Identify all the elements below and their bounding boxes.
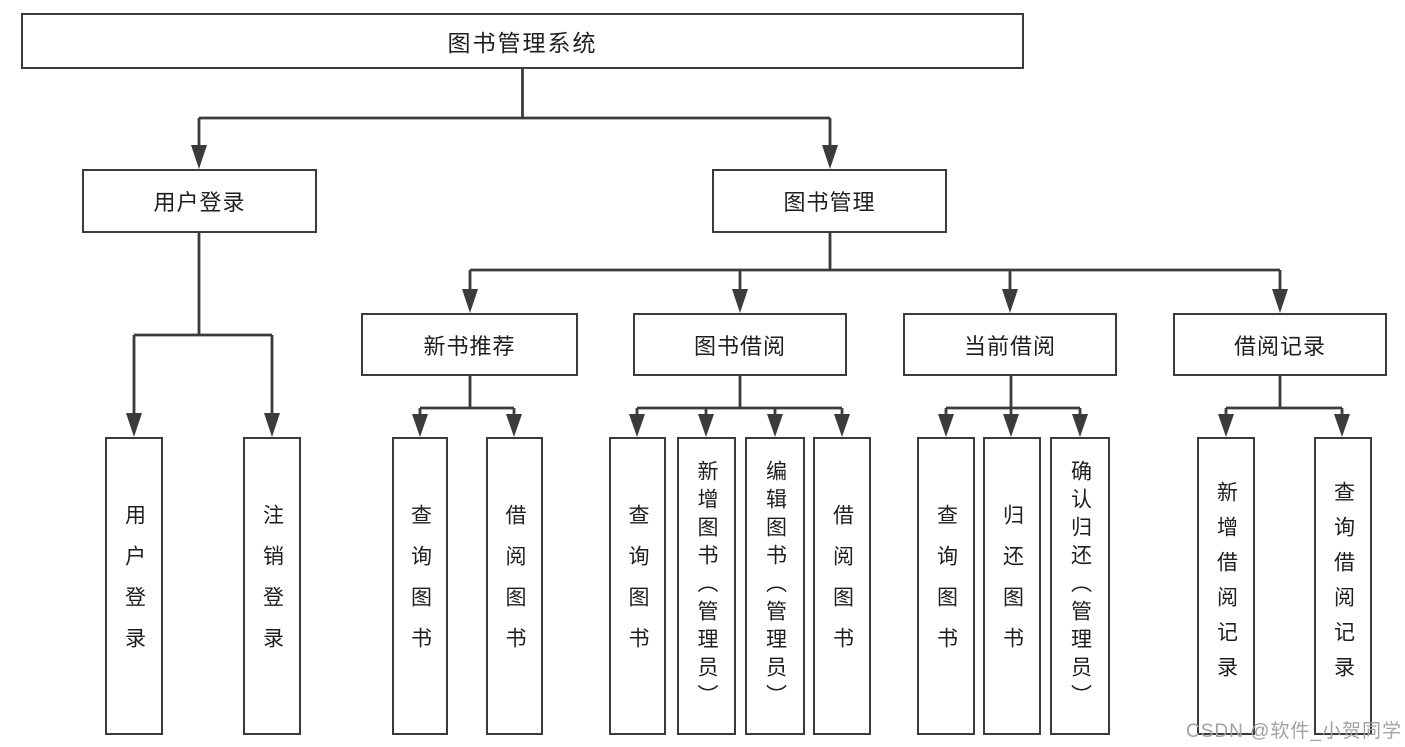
leaf-logout-label: 注销登录 bbox=[260, 504, 284, 668]
leaf-query-borrow-record: 查询借阅记录 bbox=[1314, 437, 1372, 735]
connector-borrowing-to-leaves bbox=[629, 376, 850, 437]
leaf-logout: 注销登录 bbox=[243, 437, 301, 735]
node-user-login: 用户登录 bbox=[82, 169, 317, 233]
connector-bookmgmt-to-level2 bbox=[462, 233, 1288, 313]
leaf-return-books-label: 归还图书 bbox=[1000, 504, 1024, 668]
node-borrow-records-label: 借阅记录 bbox=[1233, 333, 1326, 359]
node-root-system: 图书管理系统 bbox=[21, 13, 1024, 69]
leaf-confirm-return-admin-label: 确认归还（管理员） bbox=[1068, 460, 1092, 712]
leaf-borrow-books-recommend-label: 借阅图书 bbox=[503, 504, 526, 668]
leaf-user-login-label: 用户登录 bbox=[122, 504, 146, 668]
leaf-add-borrow-record-label: 新增借阅记录 bbox=[1214, 481, 1238, 691]
leaf-edit-books-admin: 编辑图书（管理员） bbox=[745, 437, 805, 735]
connector-newbooks-to-leaves bbox=[412, 376, 522, 437]
leaf-query-books-borrowing: 查询图书 bbox=[609, 437, 666, 735]
connector-root-to-level1 bbox=[191, 69, 838, 169]
leaf-user-login: 用户登录 bbox=[105, 437, 163, 735]
csdn-watermark: CSDN @软件_小贺同学 bbox=[1186, 721, 1402, 742]
node-current-borrowing: 当前借阅 bbox=[903, 313, 1117, 376]
connector-userlogin-to-leaves bbox=[126, 233, 280, 437]
node-book-borrowing-label: 图书借阅 bbox=[693, 333, 786, 359]
node-book-borrowing: 图书借阅 bbox=[633, 313, 847, 376]
leaf-query-books-recommend: 查询图书 bbox=[392, 437, 448, 735]
node-current-borrowing-label: 当前借阅 bbox=[963, 333, 1056, 359]
leaf-return-books: 归还图书 bbox=[983, 437, 1041, 735]
leaf-query-books-current: 查询图书 bbox=[917, 437, 975, 735]
leaf-query-books-borrowing-label: 查询图书 bbox=[626, 504, 649, 668]
node-user-login-label: 用户登录 bbox=[153, 190, 246, 215]
leaf-query-books-recommend-label: 查询图书 bbox=[408, 504, 432, 668]
leaf-add-books-admin-label: 新增图书（管理员） bbox=[695, 460, 718, 712]
node-new-book-recommend-label: 新书推荐 bbox=[423, 333, 516, 359]
node-book-management: 图书管理 bbox=[712, 169, 947, 233]
leaf-query-borrow-record-label: 查询借阅记录 bbox=[1331, 481, 1355, 691]
leaf-borrow-books: 借阅图书 bbox=[813, 437, 871, 735]
node-root-label: 图书管理系统 bbox=[447, 30, 598, 56]
leaf-borrow-books-recommend: 借阅图书 bbox=[486, 437, 543, 735]
leaf-query-books-current-label: 查询图书 bbox=[934, 504, 958, 668]
node-new-book-recommend: 新书推荐 bbox=[361, 313, 578, 376]
connector-records-to-leaves bbox=[1218, 376, 1350, 437]
leaf-confirm-return-admin: 确认归还（管理员） bbox=[1050, 437, 1110, 735]
connector-current-to-leaves bbox=[938, 376, 1088, 437]
node-book-management-label: 图书管理 bbox=[783, 190, 876, 215]
leaf-edit-books-admin-label: 编辑图书（管理员） bbox=[763, 460, 787, 712]
leaf-add-borrow-record: 新增借阅记录 bbox=[1197, 437, 1255, 735]
node-borrow-records: 借阅记录 bbox=[1173, 313, 1387, 376]
leaf-borrow-books-label: 借阅图书 bbox=[830, 504, 854, 668]
leaf-add-books-admin: 新增图书（管理员） bbox=[677, 437, 736, 735]
